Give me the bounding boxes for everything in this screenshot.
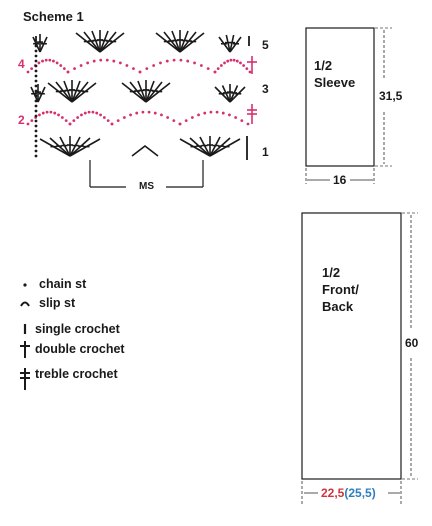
chain-st-icon [23, 283, 27, 287]
chart-stitches [26, 30, 257, 160]
sleeve-outline [305, 27, 375, 167]
row4-chain-arc [213, 58, 252, 74]
legend-double-crochet: double crochet [35, 342, 125, 356]
row-label-5: 5 [262, 38, 269, 52]
legend-symbols [20, 283, 30, 390]
body-width-main: 22,5 [321, 486, 345, 500]
sleeve-label: 1/2 Sleeve [314, 57, 355, 91]
legend-slip-st: slip st [39, 296, 76, 310]
row3-fan [47, 80, 97, 103]
sleeve-height: 31,5 [379, 89, 403, 103]
row-label-1: 1 [262, 145, 269, 159]
row5-fan [218, 34, 242, 53]
row4-chain-arc [66, 58, 142, 74]
body-label-line1: 1/2 [322, 265, 341, 280]
repeat-label: MS [139, 181, 154, 192]
scheme-title: Scheme 1 [23, 9, 84, 24]
sleeve-schematic [305, 27, 392, 184]
row3-fan [30, 84, 46, 103]
chain-column-left [34, 44, 38, 158]
sleeve-width: 16 [333, 173, 347, 187]
row1-fan [39, 136, 101, 157]
legend-single-crochet: single crochet [35, 322, 120, 336]
body-width: 22,5(25,5) [321, 486, 376, 500]
body-label: 1/2 Front/ Back [322, 264, 359, 315]
row-label-2: 2 [18, 113, 25, 127]
row2-chain-arc [26, 110, 72, 126]
body-width-alt: (25,5) [344, 486, 376, 500]
row5-fan [75, 30, 125, 53]
body-height: 60 [405, 336, 419, 350]
body-label-line2: Front/ [322, 282, 359, 297]
body-outline [301, 212, 402, 480]
sleeve-label-line2: Sleeve [314, 75, 356, 90]
slip-st-icon [20, 301, 30, 307]
body-schematic [301, 212, 418, 504]
treble-crochet-icon [20, 368, 30, 390]
row5-fan [155, 30, 205, 53]
row4-chain-arc [138, 58, 217, 74]
row2-chain-arc [178, 110, 250, 126]
row2-chain-arc [110, 110, 182, 126]
row3-fan [121, 80, 171, 103]
legend-treble-crochet: treble crochet [35, 367, 118, 381]
row3-fan [214, 84, 246, 103]
legend-chain-st: chain st [39, 277, 87, 291]
row4-chain-arc [26, 58, 70, 74]
row2-chain-arc [68, 110, 114, 126]
repeat-bracket [89, 160, 204, 188]
double-crochet-icon [20, 341, 30, 358]
sleeve-label-line1: 1/2 [314, 58, 333, 73]
row1-fan [179, 136, 241, 157]
row1-decrease [131, 144, 159, 157]
row-label-3: 3 [262, 82, 269, 96]
row-label-4: 4 [18, 57, 25, 71]
body-label-line3: Back [322, 299, 354, 314]
